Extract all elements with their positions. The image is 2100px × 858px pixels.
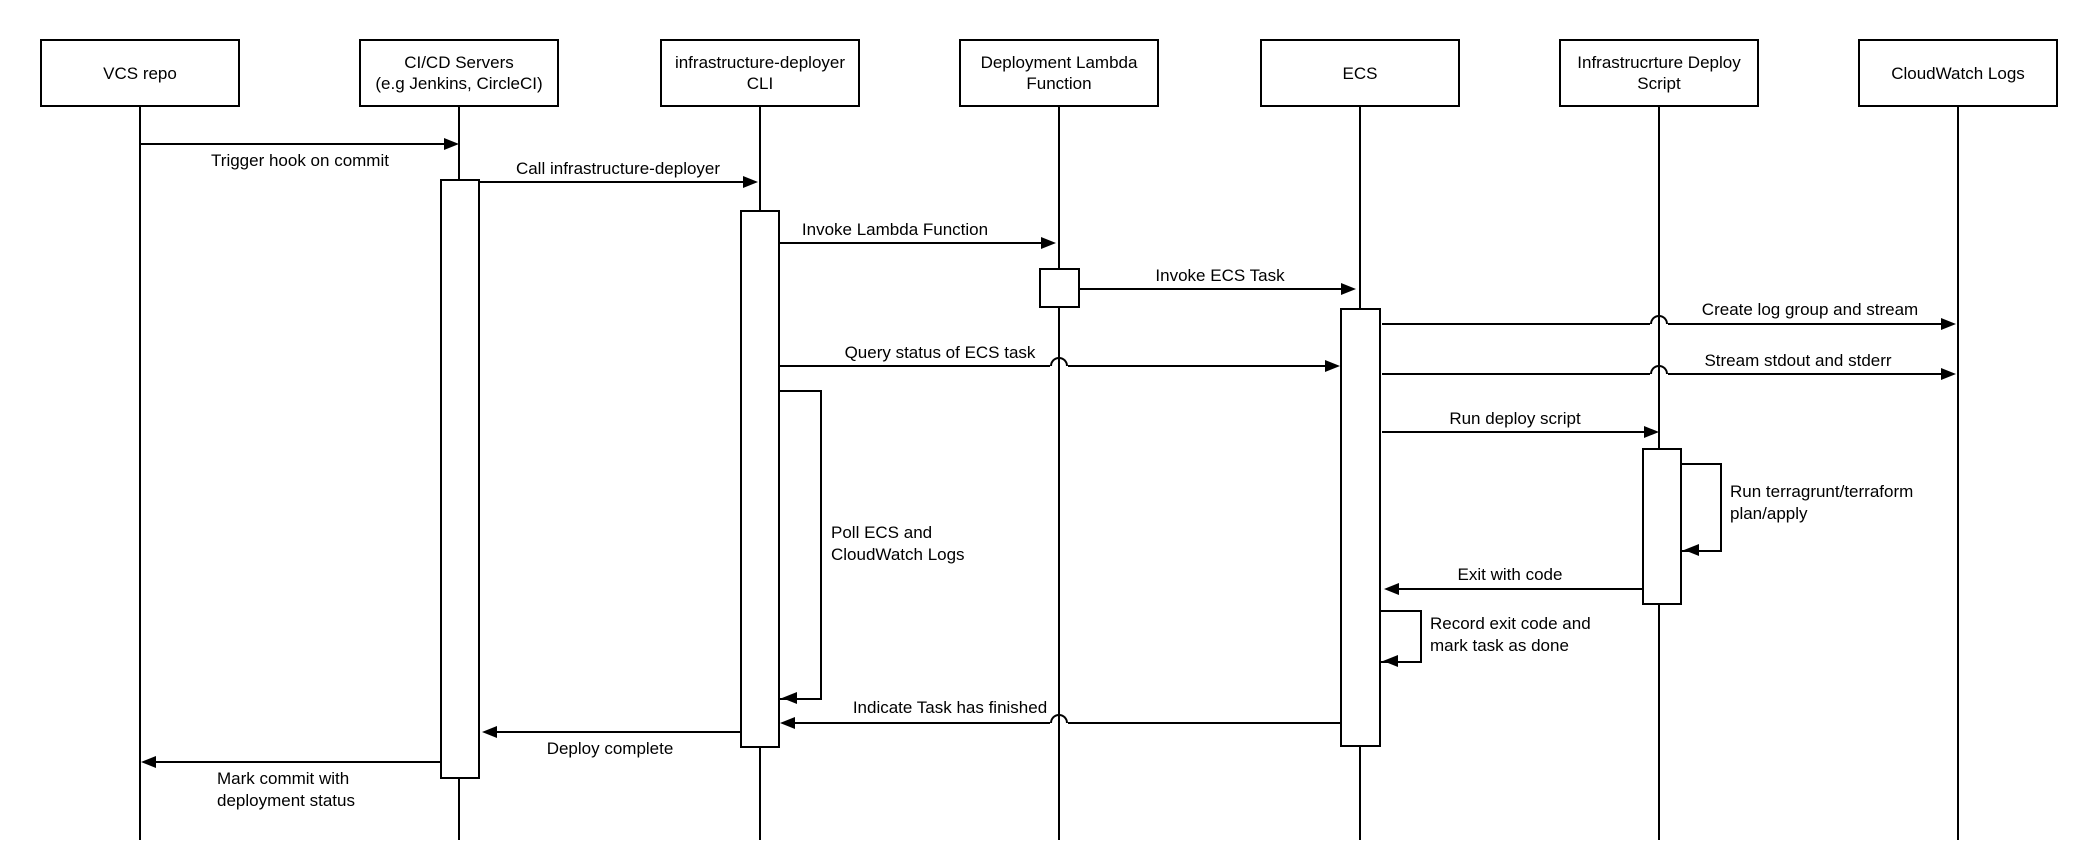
actor-label: ECS <box>1342 63 1378 83</box>
self-loop-poll <box>780 390 822 700</box>
arrowhead <box>1041 237 1056 249</box>
message-arrow-exit-with-code <box>1399 588 1642 590</box>
self-loop-terragrunt <box>1682 463 1722 552</box>
actor-infrastructure-deploy-script: Infrastrucrture Deploy Script <box>1559 39 1759 107</box>
message-label-task-finished: Indicate Task has finished <box>852 698 1048 717</box>
message-label-record-exit: Record exit code and mark task as done <box>1430 614 1591 655</box>
lifeline-cloudwatch-logs <box>1957 107 1959 840</box>
actor-label: CloudWatch Logs <box>1891 63 2025 83</box>
lifeline-vcs-repo <box>139 107 141 840</box>
message-label-terragrunt: Run terragrunt/terraform plan/apply <box>1730 482 1914 523</box>
message-arrow-invoke-lambda <box>780 242 1041 244</box>
message-arrow-trigger-hook <box>140 143 444 145</box>
actor-label: Deployment Lambda Function <box>980 53 1138 93</box>
message-label-mark-commit: Mark commit with deployment status <box>217 769 355 810</box>
message-label-deploy-complete: Deploy complete <box>546 739 674 758</box>
message-arrow-stream-stdout <box>1668 373 1941 375</box>
actor-label: Infrastrucrture Deploy Script <box>1577 53 1741 93</box>
message-arrow-task-finished <box>1068 722 1341 724</box>
line-hop <box>1050 357 1068 366</box>
message-label-trigger-hook: Trigger hook on commit <box>211 151 389 170</box>
actor-cicd-servers: CI/CD Servers (e.g Jenkins, CircleCI) <box>359 39 559 107</box>
actor-label: VCS repo <box>103 63 177 83</box>
message-arrow-create-log-group <box>1382 323 1650 325</box>
actor-vcs-repo: VCS repo <box>40 39 240 107</box>
message-label-create-log-group: Create log group and stream <box>1701 300 1919 319</box>
arrowhead <box>1384 583 1399 595</box>
message-arrow-invoke-ecs-task <box>1080 288 1341 290</box>
message-arrow-query-status <box>1068 365 1325 367</box>
arrowhead <box>1341 283 1356 295</box>
arrowhead <box>1941 318 1956 330</box>
actor-ecs: ECS <box>1260 39 1460 107</box>
message-label-poll: Poll ECS and CloudWatch Logs <box>831 523 965 564</box>
arrowhead <box>1684 544 1699 556</box>
message-arrow-task-finished <box>795 722 1050 724</box>
activation-cicd <box>440 179 480 779</box>
line-hop <box>1650 315 1668 324</box>
arrowhead <box>1644 426 1659 438</box>
message-label-call-deployer: Call infrastructure-deployer <box>515 159 721 178</box>
arrowhead <box>1383 655 1398 667</box>
actor-cloudwatch-logs: CloudWatch Logs <box>1858 39 2058 107</box>
lifeline-deployment-lambda <box>1058 107 1060 840</box>
arrowhead <box>743 176 758 188</box>
arrowhead <box>780 717 795 729</box>
arrowhead <box>444 138 459 150</box>
self-loop-record-exit <box>1381 610 1422 663</box>
actor-deployment-lambda: Deployment Lambda Function <box>959 39 1159 107</box>
line-hop <box>1050 714 1068 723</box>
message-label-run-deploy-script: Run deploy script <box>1449 409 1581 428</box>
activation-ecs <box>1340 308 1381 747</box>
activation-lambda <box>1039 268 1080 308</box>
activation-deploy-script <box>1642 448 1682 605</box>
message-arrow-query-status <box>780 365 1050 367</box>
actor-infrastructure-deployer-cli: infrastructure-deployer CLI <box>660 39 860 107</box>
message-arrow-stream-stdout <box>1382 373 1650 375</box>
line-hop <box>1650 365 1668 374</box>
activation-cli <box>740 210 780 748</box>
message-label-exit-with-code: Exit with code <box>1457 565 1563 584</box>
actor-label: infrastructure-deployer CLI <box>674 53 846 93</box>
message-label-invoke-ecs-task: Invoke ECS Task <box>1155 266 1285 285</box>
message-arrow-call-deployer <box>480 181 743 183</box>
arrowhead <box>1325 360 1340 372</box>
arrowhead <box>482 726 497 738</box>
arrowhead <box>1941 368 1956 380</box>
message-arrow-run-deploy-script <box>1382 431 1644 433</box>
actor-label: CI/CD Servers (e.g Jenkins, CircleCI) <box>375 53 543 93</box>
arrowhead <box>141 756 156 768</box>
message-label-invoke-lambda: Invoke Lambda Function <box>801 220 989 239</box>
message-label-query-status: Query status of ECS task <box>844 343 1036 362</box>
message-label-stream-stdout: Stream stdout and stderr <box>1704 351 1892 370</box>
message-arrow-mark-commit <box>156 761 440 763</box>
message-arrow-create-log-group <box>1668 323 1941 325</box>
arrowhead <box>782 692 797 704</box>
message-arrow-deploy-complete <box>497 731 740 733</box>
